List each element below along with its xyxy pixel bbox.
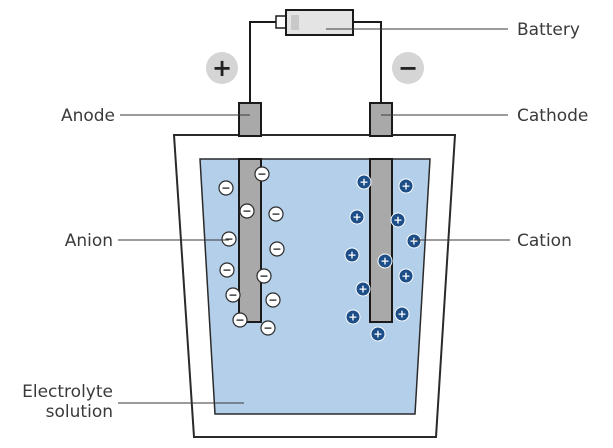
- cation-icon: +: [377, 253, 393, 269]
- svg-text:−: −: [271, 208, 280, 221]
- anion-icon: −: [218, 180, 234, 196]
- anode-label: Anode: [61, 106, 115, 126]
- positive-terminal: +: [206, 52, 238, 84]
- anion-icon: −: [269, 241, 285, 257]
- cation-label: Cation: [517, 231, 572, 251]
- wire-left: [249, 21, 283, 103]
- svg-text:−: −: [257, 168, 266, 181]
- svg-text:+: +: [397, 308, 406, 321]
- svg-text:+: +: [352, 211, 361, 224]
- anion-group: − − − − − − − − − − − −: [218, 166, 285, 336]
- cation-icon: +: [344, 247, 360, 263]
- anion-icon: −: [239, 203, 255, 219]
- electrolyte-solution: [199, 158, 431, 415]
- svg-text:−: −: [228, 289, 237, 302]
- svg-text:+: +: [380, 255, 389, 268]
- cation-icon: +: [349, 209, 365, 225]
- svg-text:−: −: [268, 294, 277, 307]
- cation-icon: +: [398, 268, 414, 284]
- positive-sign: +: [212, 54, 232, 82]
- anion-icon: −: [260, 320, 276, 336]
- cation-icon: +: [398, 178, 414, 194]
- cation-icon: +: [406, 233, 422, 249]
- cation-icon: +: [390, 212, 406, 228]
- cation-icon: +: [394, 306, 410, 322]
- battery-label: Battery: [517, 20, 580, 40]
- anion-label: Anion: [65, 231, 113, 251]
- cation-icon: +: [355, 281, 371, 297]
- negative-sign: −: [398, 54, 418, 82]
- svg-text:−: −: [235, 314, 244, 327]
- svg-text:−: −: [222, 264, 231, 277]
- svg-text:+: +: [358, 283, 367, 296]
- svg-text:−: −: [263, 322, 272, 335]
- cation-group: + + + + + + + + + + + +: [344, 174, 422, 342]
- cation-icon: +: [370, 326, 386, 342]
- electrolyte-label-line1: Electrolyte: [22, 382, 113, 402]
- cathode-electrode: [369, 102, 393, 323]
- anode-electrode: [238, 102, 262, 323]
- anion-icon: −: [268, 206, 284, 222]
- anion-icon: −: [219, 262, 235, 278]
- svg-text:+: +: [409, 235, 418, 248]
- svg-text:+: +: [401, 270, 410, 283]
- electrolyte-label-line2: solution: [46, 402, 113, 422]
- cation-icon: +: [345, 309, 361, 325]
- svg-text:−: −: [242, 205, 251, 218]
- svg-text:−: −: [272, 243, 281, 256]
- cation-icon: +: [356, 174, 372, 190]
- svg-text:−: −: [224, 233, 233, 246]
- svg-text:+: +: [348, 311, 357, 324]
- negative-terminal: −: [392, 52, 424, 84]
- anion-icon: −: [254, 166, 270, 182]
- anion-icon: −: [265, 292, 281, 308]
- wire-right: [353, 21, 382, 103]
- anion-icon: −: [256, 268, 272, 284]
- anion-icon: −: [221, 231, 237, 247]
- svg-text:+: +: [347, 249, 356, 262]
- svg-text:+: +: [359, 176, 368, 189]
- svg-text:−: −: [259, 270, 268, 283]
- svg-text:+: +: [401, 180, 410, 193]
- svg-text:+: +: [393, 214, 402, 227]
- battery-icon: [275, 9, 354, 36]
- anion-icon: −: [225, 287, 241, 303]
- anion-icon: −: [232, 312, 248, 328]
- svg-text:−: −: [221, 182, 230, 195]
- svg-text:+: +: [373, 328, 382, 341]
- cathode-label: Cathode: [517, 106, 588, 126]
